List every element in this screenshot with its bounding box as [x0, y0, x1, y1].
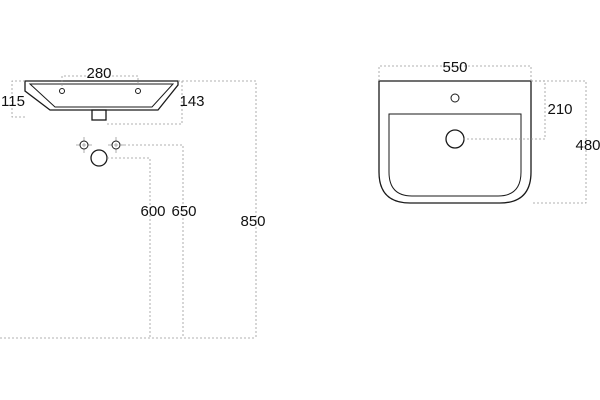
tap-hole-right	[135, 88, 141, 94]
dim-600-label: 600	[140, 203, 165, 220]
dim-115-label: 115	[1, 93, 25, 110]
dim-650-line	[120, 144, 184, 338]
dim-210-label: 210	[547, 101, 572, 118]
dim-480-line	[531, 80, 587, 204]
dim-280-line	[61, 75, 139, 86]
dim-480-label: 480	[575, 137, 600, 154]
tap-hole	[450, 93, 460, 103]
basin-bowl-line	[28, 83, 175, 108]
water-inlet-left	[76, 137, 92, 153]
drain-hole	[445, 129, 465, 149]
tap-hole-left	[59, 88, 65, 94]
dim-280-label: 280	[86, 65, 111, 82]
waste-pipe	[90, 149, 108, 167]
waste-outlet	[91, 109, 107, 121]
side-view: 280 115 143 850 600 650	[0, 65, 266, 339]
dim-850-line	[178, 80, 257, 338]
dim-850-label: 850	[240, 213, 265, 230]
dim-600-line	[107, 157, 151, 338]
front-view: 550 210 480	[378, 59, 600, 204]
basin-side-profile	[24, 80, 179, 111]
dim-143-label: 143	[179, 93, 204, 110]
basin-top-bowl	[388, 113, 522, 197]
dim-650-label: 650	[171, 203, 196, 220]
dim-550-label: 550	[442, 59, 467, 76]
basin-top-outline	[378, 80, 532, 204]
dim-210-line	[463, 80, 546, 140]
dim-143-line	[106, 80, 183, 125]
